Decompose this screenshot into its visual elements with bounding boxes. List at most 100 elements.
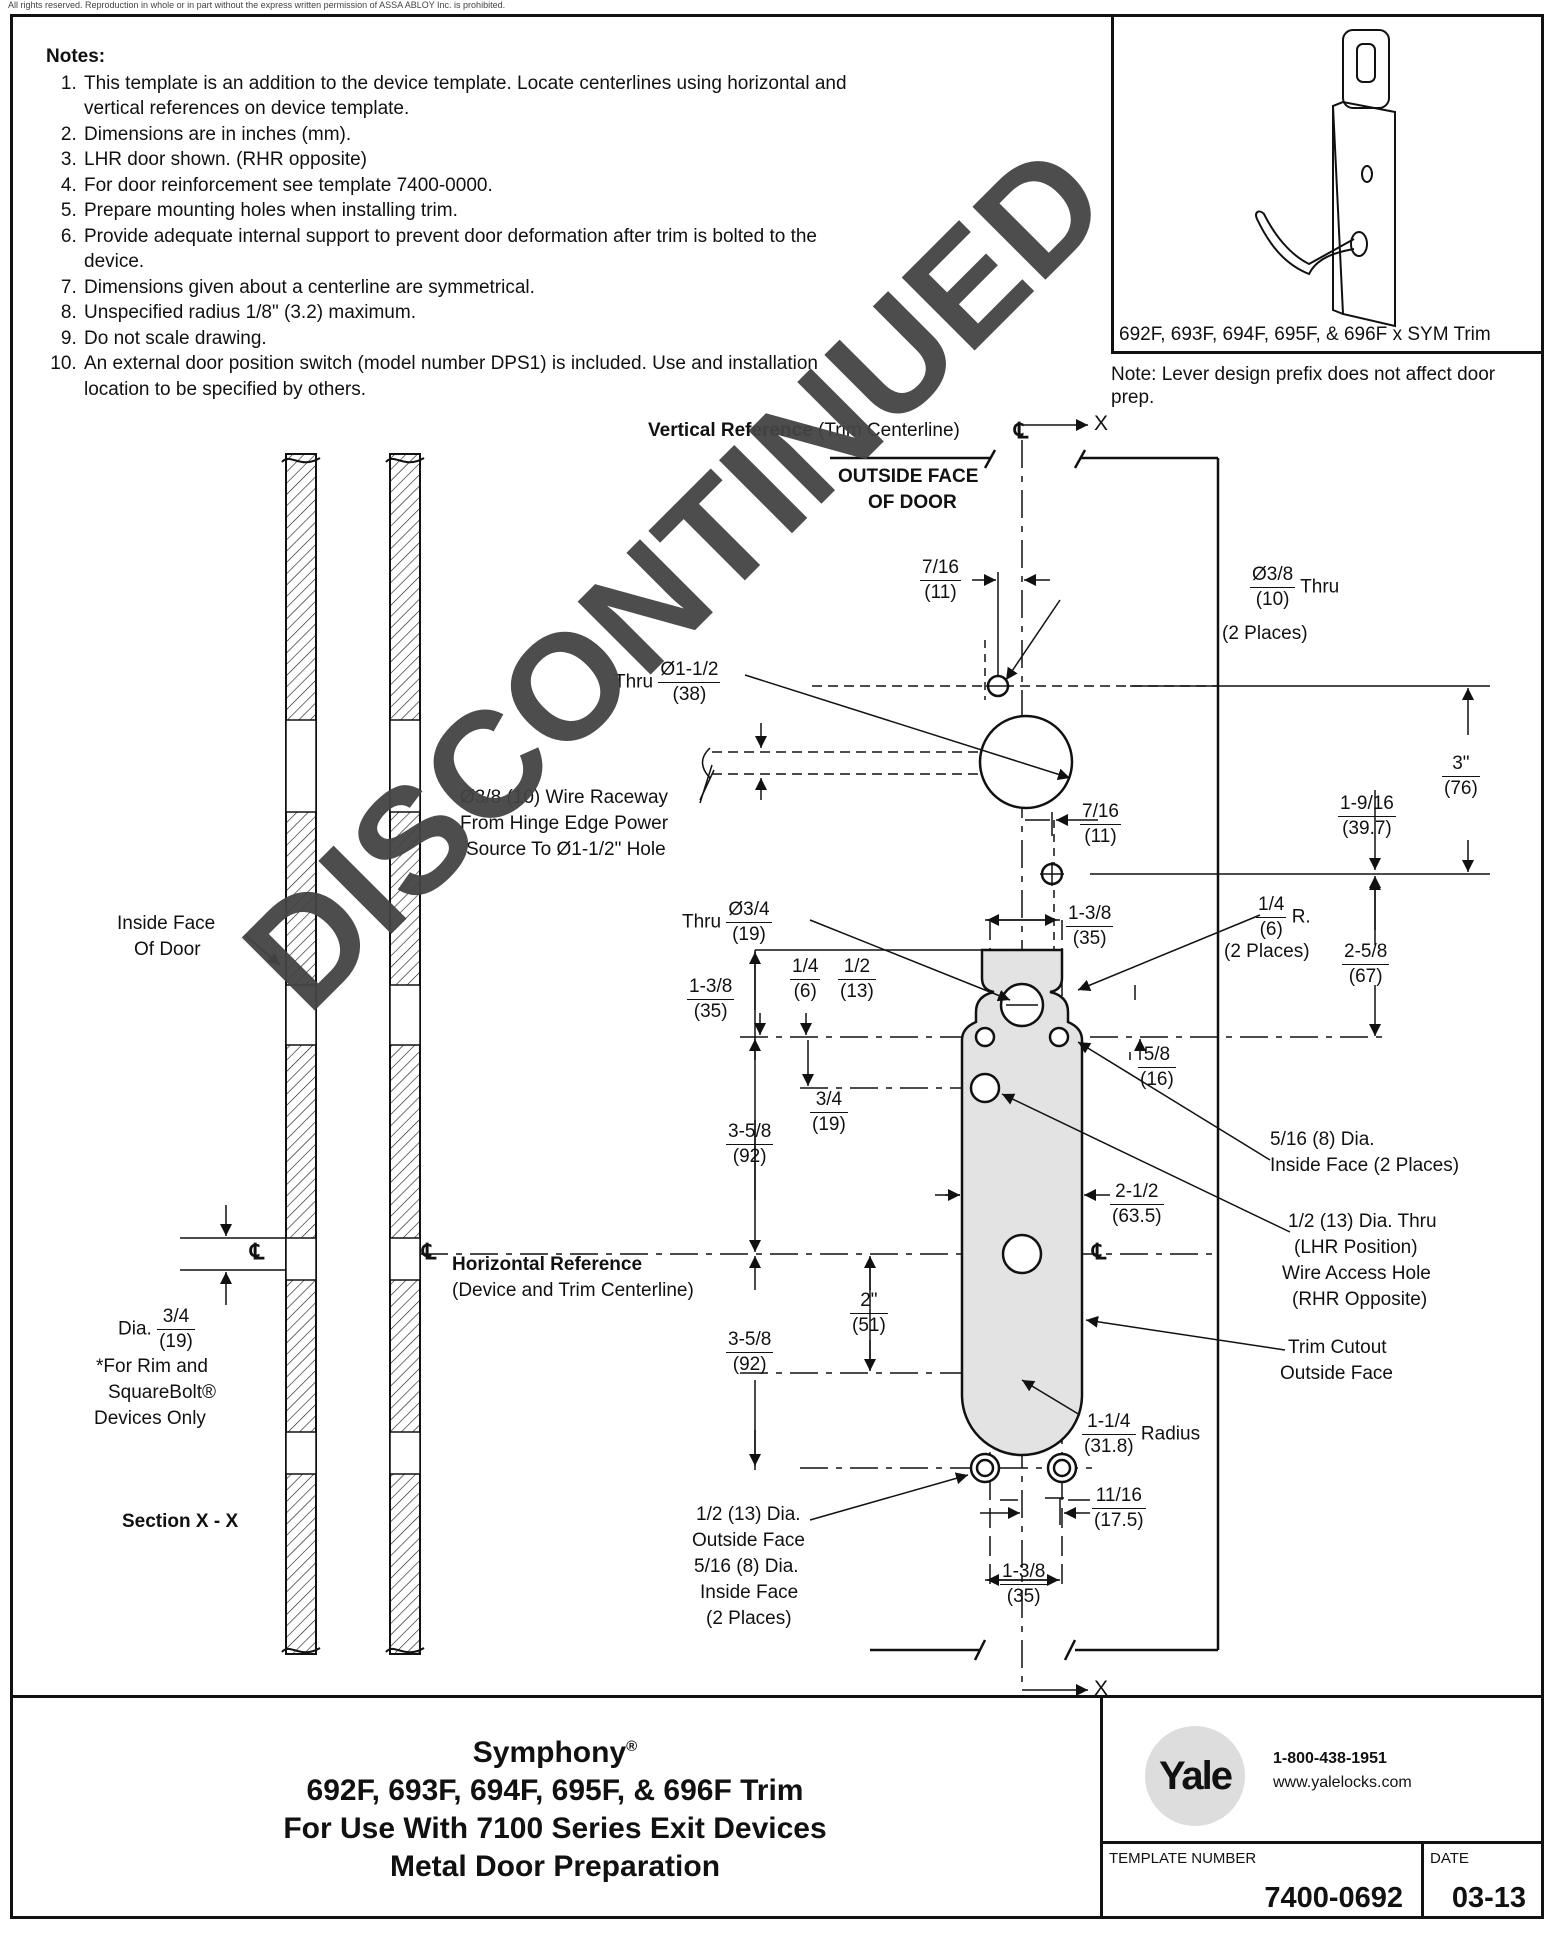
wire-access-label-1: 1/2 (13) Dia. Thru bbox=[1288, 1211, 1437, 1232]
hole-1-1-2 bbox=[978, 714, 1074, 810]
wire-access-label-4: (RHR Opposite) bbox=[1292, 1289, 1428, 1310]
lever-design-note: Note: Lever design prefix does not affec… bbox=[1111, 364, 1496, 408]
registered-mark: ® bbox=[626, 1738, 638, 1755]
bottom-holes-label-2: Outside Face bbox=[692, 1530, 805, 1551]
hole-crosshairs bbox=[986, 685, 1064, 1006]
lever-handle bbox=[1255, 210, 1355, 276]
title-line-4: Metal Door Preparation bbox=[389, 1850, 721, 1883]
note-item: Prepare mounting holes when installing t… bbox=[82, 198, 866, 224]
date-label: DATE bbox=[1430, 1850, 1469, 1867]
rim-note-1: *For Rim and bbox=[96, 1356, 208, 1377]
template-number-cell: TEMPLATE NUMBER 7400-0692 bbox=[1103, 1844, 1424, 1919]
inside-face-label-1: Inside Face bbox=[117, 913, 216, 934]
note-item: Dimensions given about a centerline are … bbox=[82, 275, 866, 301]
two-places-label-top: (2 Places) bbox=[1222, 623, 1308, 644]
two-places-label-radius: (2 Places) bbox=[1224, 941, 1310, 962]
keyhole bbox=[1361, 165, 1373, 183]
dim-7-16-mid: 7/16(11) bbox=[1080, 801, 1121, 847]
note-item: This template is an addition to the devi… bbox=[82, 71, 866, 122]
dim-1-3-8-top: 1-3/8(35) bbox=[1066, 903, 1114, 949]
bottom-holes-label-1: 1/2 (13) Dia. bbox=[696, 1504, 801, 1525]
dim-1-4-radius: 1/4(6) R. bbox=[1256, 894, 1311, 940]
title-line-3: For Use With 7100 Series Exit Devices bbox=[283, 1812, 827, 1845]
bottom-holes-label-3: 5/16 (8) Dia. bbox=[694, 1556, 799, 1577]
hole-bottom-left-inner bbox=[975, 1458, 995, 1478]
trim-caption: 692F, 693F, 694F, 695F, & 696F x SYM Tri… bbox=[1119, 324, 1491, 345]
bottom-holes-label-5: (2 Places) bbox=[706, 1608, 792, 1629]
section-markers bbox=[1022, 419, 1088, 1696]
centerline-symbol-trim: ℄ bbox=[1092, 1239, 1107, 1264]
dim-3-4: 3/4(19) bbox=[810, 1089, 848, 1135]
horizontal-reference-label: Horizontal Reference bbox=[452, 1254, 643, 1275]
section-x-x-label: Section X - X bbox=[122, 1511, 239, 1532]
wire-raceway-label-3: Source To Ø1-1/2" Hole bbox=[466, 839, 666, 860]
leader-lines bbox=[699, 769, 715, 801]
company-block: Yale 1-800-438-1951 www.yalelocks.com bbox=[1103, 1698, 1544, 1844]
wire-raceway-label-1: Ø3/8 (10) Wire Raceway bbox=[460, 787, 669, 808]
title-line-1: Symphony bbox=[472, 1736, 627, 1769]
rim-note-2: SquareBolt® bbox=[108, 1382, 217, 1403]
section-door-edge bbox=[180, 453, 425, 1655]
dim-5-8: 5/8(16) bbox=[1138, 1044, 1176, 1090]
note-item: Provide adequate internal support to pre… bbox=[82, 224, 866, 275]
of-door-label: OF DOOR bbox=[868, 492, 957, 513]
notes-heading: Notes: bbox=[46, 46, 106, 67]
wire-raceway-label-2: From Hinge Edge Power bbox=[460, 813, 669, 834]
dim-2-1-2: 2-1/2(63.5) bbox=[1110, 1181, 1164, 1227]
inside-face-label-2: Of Door bbox=[134, 939, 201, 960]
cylinder-key-slot bbox=[1356, 43, 1376, 83]
dim-3-4-dia: Dia. 3/4(19) bbox=[118, 1306, 195, 1352]
company-phone: 1-800-438-1951 bbox=[1273, 1750, 1387, 1767]
trim-cutout-label-2: Outside Face bbox=[1280, 1363, 1393, 1384]
notes-list: This template is an addition to the devi… bbox=[46, 71, 866, 403]
title-text-block: Symphony® 692F, 693F, 694F, 695F, & 696F… bbox=[10, 1698, 1103, 1919]
door-outline bbox=[830, 449, 1220, 1661]
template-number-label: TEMPLATE NUMBER bbox=[1109, 1850, 1257, 1867]
notes-block: Notes: This template is an addition to t… bbox=[46, 44, 866, 402]
trim-illustration-box bbox=[1111, 14, 1544, 354]
company-website: www.yalelocks.com bbox=[1273, 1774, 1412, 1791]
centerline-symbol-section-left: ℄ bbox=[250, 1239, 265, 1264]
dim-3-4-thru: Thru Ø3/4(19) bbox=[682, 899, 772, 945]
hole-bottom-right-inner bbox=[1052, 1458, 1072, 1478]
vertical-reference-label: Vertical Reference (Trim Centerline) bbox=[648, 420, 960, 441]
holes bbox=[969, 674, 1078, 1484]
wire-access-label-3: Wire Access Hole bbox=[1282, 1263, 1431, 1284]
copyright-note: All rights reserved. Reproduction in who… bbox=[8, 0, 506, 10]
inside-face-5-16-label-2: Inside Face (2 Places) bbox=[1270, 1155, 1460, 1176]
dim-3-8-thru: Ø3/8(10) Thru bbox=[1250, 564, 1340, 610]
dim-1-3-8-left: 1-3/8(35) bbox=[687, 976, 735, 1022]
dim-11-16: 11/16(17.5) bbox=[1092, 1485, 1146, 1531]
centerline-symbol: ℄ bbox=[1014, 418, 1029, 443]
dim-2-5-8: 2-5/8(67) bbox=[1342, 941, 1390, 987]
trim-cutout-label-1: Trim Cutout bbox=[1288, 1337, 1387, 1358]
template-date: 03-13 bbox=[1451, 1882, 1526, 1914]
dim-1-2: 1/2(13) bbox=[838, 956, 876, 1002]
section-x-bottom: X bbox=[1094, 1677, 1109, 1700]
title-block: Symphony® 692F, 693F, 694F, 695F, & 696F… bbox=[10, 1695, 1544, 1919]
yale-logo: Yale bbox=[1145, 1726, 1245, 1826]
note-item: An external door position switch (model … bbox=[82, 351, 866, 402]
hole-center bbox=[1001, 1233, 1043, 1275]
dim-2in: 2"(51) bbox=[850, 1290, 888, 1336]
note-item: Dimensions are in inches (mm). bbox=[82, 122, 866, 148]
date-cell: DATE 03-13 bbox=[1424, 1844, 1544, 1919]
dim-1-1-4-radius: 1-1/4(31.8) Radius bbox=[1082, 1411, 1201, 1457]
wire-access-label-2: (LHR Position) bbox=[1294, 1237, 1418, 1258]
dim-1-9-16: 1-9/16(39.7) bbox=[1338, 793, 1396, 839]
note-item: Do not scale drawing. bbox=[82, 326, 866, 352]
escutcheon-edge bbox=[1332, 101, 1344, 315]
dim-1-4: 1/4(6) bbox=[790, 956, 821, 1002]
lever-rose bbox=[1350, 231, 1368, 257]
wire-access-hole bbox=[969, 1072, 1001, 1104]
dim-3-5-8-bottom: 3-5/8(92) bbox=[726, 1329, 774, 1375]
centerline-symbol-section-right: ℄ bbox=[422, 1239, 437, 1264]
dimension-lines bbox=[699, 572, 1490, 1586]
title-line-2: 692F, 693F, 694F, 695F, & 696F Trim bbox=[306, 1774, 804, 1807]
note-item: Unspecified radius 1/8" (3.2) maximum. bbox=[82, 300, 866, 326]
note-item: For door reinforcement see template 7400… bbox=[82, 173, 866, 199]
hole-5-16-left bbox=[974, 1026, 996, 1048]
horizontal-reference-sub: (Device and Trim Centerline) bbox=[452, 1280, 694, 1301]
rim-note-3: Devices Only bbox=[94, 1408, 206, 1429]
